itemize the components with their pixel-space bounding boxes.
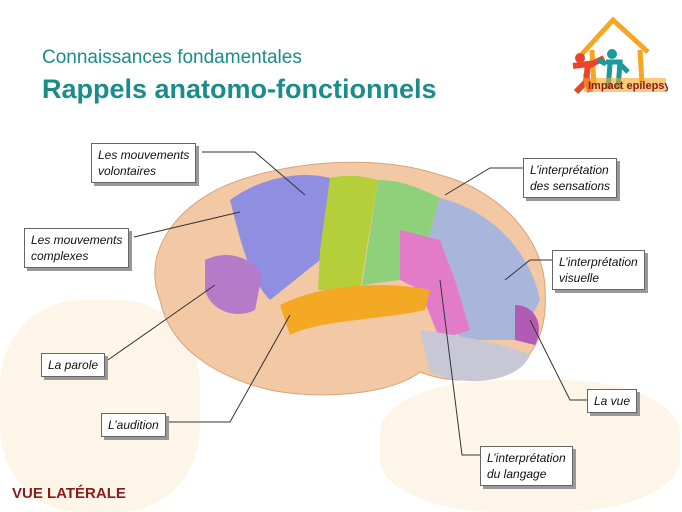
background-shape xyxy=(0,300,200,512)
primary-visual-area xyxy=(515,305,539,345)
label-line: volontaires xyxy=(98,164,157,178)
label-mouvements-volontaires: Les mouvements volontaires xyxy=(91,143,197,183)
label-mouvements-complexes: Les mouvements complexes xyxy=(24,228,130,268)
label-line: Les mouvements xyxy=(31,233,123,247)
label-line: du langage xyxy=(487,467,547,481)
label-line: L’interprétation xyxy=(530,163,609,177)
label-line: des sensations xyxy=(530,179,611,193)
broca-area xyxy=(205,255,262,314)
label-audition: L’audition xyxy=(101,413,166,437)
label-line: L’interprétation xyxy=(487,451,566,465)
page-title: Rappels anatomo-fonctionnels xyxy=(42,74,437,104)
label-vue: La vue xyxy=(587,389,638,413)
label-sensations: L’interprétation des sensations xyxy=(523,158,618,198)
leader-lines xyxy=(104,151,587,456)
auditory-cortex xyxy=(280,285,430,335)
impact-epilepsy-logo: Impact epilepsy xyxy=(572,16,668,95)
label-parole: La parole xyxy=(41,353,106,377)
view-caption: VUE LATÉRALE xyxy=(12,485,126,502)
svg-text:Impact epilepsy: Impact epilepsy xyxy=(588,80,668,92)
label-line: L’interprétation xyxy=(559,255,638,269)
motor-cortex xyxy=(318,175,378,290)
label-line: complexes xyxy=(31,249,89,263)
label-langage: L’interprétation du langage xyxy=(480,446,573,486)
page-subtitle: Connaissances fondamentales xyxy=(42,47,302,68)
label-line: Les mouvements xyxy=(98,148,190,162)
label-visuelle: L’interprétation visuelle xyxy=(552,250,645,290)
label-line: visuelle xyxy=(559,271,600,285)
wernicke-area xyxy=(400,230,470,340)
